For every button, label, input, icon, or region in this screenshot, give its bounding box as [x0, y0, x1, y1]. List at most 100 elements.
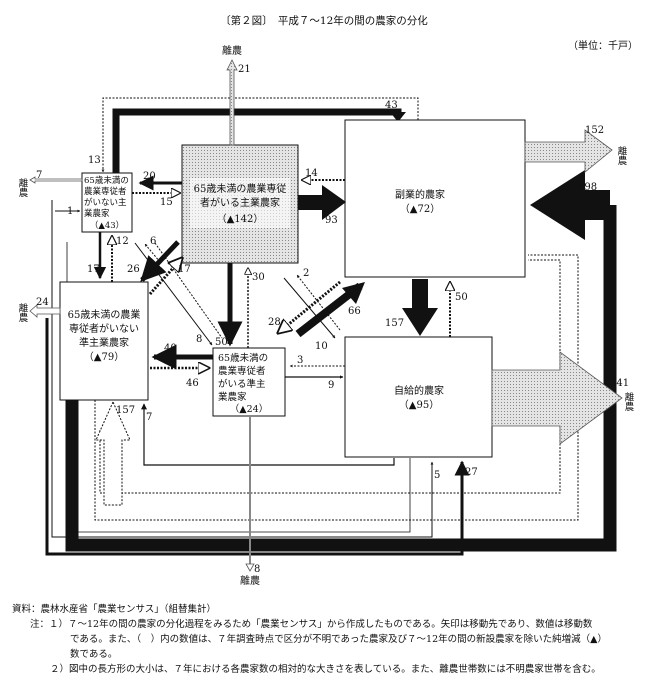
- flow-241-exit-arrow: [491, 351, 623, 445]
- flow-label: 12: [116, 236, 129, 247]
- exit-label-bottom: 離農: [240, 574, 260, 587]
- box-a-line: 65歳未満の: [84, 175, 129, 186]
- note-1: 注：１）７～12年の間の農家の分化過程をみるため「農業センサス」から作成したもの…: [30, 619, 593, 630]
- flow-17-dotted-arrow: [148, 258, 182, 295]
- flow-157-arrow: [402, 279, 438, 336]
- box-d-semi-no-worker: [59, 281, 149, 401]
- flow-152-exit-arrow: [524, 129, 613, 173]
- flow-label: 50: [215, 337, 228, 348]
- flow-21-exit-arrow: [226, 59, 238, 146]
- box-e-semi-with-worker: [212, 347, 286, 417]
- flow-27-path: [45, 318, 470, 556]
- box-a-line: 業農家: [84, 208, 110, 219]
- note-2: ２）図中の長方形の大小は、７年における各農家数の相対的な大きさを表している。また…: [50, 664, 601, 675]
- flow-dotted-loop-2: [99, 259, 561, 494]
- box-d-change: （▲79）: [84, 351, 124, 363]
- flow-label: 21: [238, 64, 251, 75]
- flow-label: 13: [88, 155, 101, 166]
- flow-label: 24: [36, 297, 49, 308]
- farm-household-flow-diagram: 〔第２図〕 平成７～12年の間の農家の分化 （単位：千戸） 65歳未満の 農業専…: [17, 14, 639, 587]
- flow-label: 28: [268, 317, 281, 328]
- flow-arrows: [29, 59, 623, 572]
- flow-label: 30: [252, 272, 265, 283]
- figure-title: 〔第２図〕 平成７～12年の間の農家の分化: [220, 14, 428, 27]
- flow-label: 7: [146, 412, 152, 423]
- box-b-line: 者がいる主業農家: [200, 196, 280, 209]
- flow-label: 9: [328, 380, 334, 391]
- flow-label: 241: [610, 378, 629, 389]
- box-c-side-business: [344, 119, 526, 278]
- flow-13-path: [101, 97, 419, 173]
- flow-label: 2: [303, 268, 309, 279]
- flow-label: 66: [348, 306, 361, 317]
- flow-label: 20: [143, 171, 156, 182]
- flow-66-arrow: [342, 282, 365, 304]
- box-e-line: がいる準主: [218, 378, 266, 390]
- box-d-line: 65歳未満の農業: [68, 308, 141, 321]
- flow-label: 17: [87, 264, 100, 275]
- flow-dotted-loop-1: [94, 254, 579, 521]
- exit-label-a: 離農: [17, 177, 29, 198]
- flow-label: 93: [325, 215, 338, 226]
- flow-label: 15: [160, 197, 173, 208]
- flow-7-path: [141, 403, 395, 466]
- exit-label-c: 離農: [616, 145, 628, 166]
- box-c-change: （▲72）: [400, 203, 440, 215]
- flow-label: 26: [127, 264, 140, 275]
- box-e-change: （▲24）: [230, 403, 268, 415]
- exit-label-top: 離農: [222, 44, 242, 57]
- box-a-line: 農業専従者: [84, 186, 127, 197]
- box-e-line: 農業専従者: [218, 365, 266, 377]
- flow-8-arrow: [134, 242, 213, 346]
- flow-label: 3: [297, 355, 303, 366]
- flow-label: 27: [465, 467, 478, 478]
- flow-label: 46: [186, 378, 199, 389]
- flow-label: 10: [315, 341, 328, 352]
- box-a-change: （▲43）: [90, 220, 124, 231]
- unit-label: （単位：千戸）: [568, 39, 638, 52]
- flow-label: 6: [150, 236, 156, 247]
- source-note: 資料：農林水産省「農業センサス」（組替集計）: [12, 604, 217, 615]
- exit-label-d: 離農: [17, 302, 29, 323]
- flow-2-arrow: [296, 274, 341, 331]
- flow-157-dotted-arrow: [95, 400, 131, 506]
- flow-label: 1: [67, 206, 73, 217]
- box-b-change: （▲142）: [217, 213, 264, 225]
- note-1-cont: である。また、（ ）内の数値は、７年調査時点で区分が不明であった農家及び７～12…: [70, 634, 607, 645]
- box-e-line: 業農家: [218, 391, 247, 403]
- flow-label: 14: [305, 168, 318, 179]
- flow-7-exit-arrow: [29, 176, 83, 184]
- flow-label: 17: [178, 264, 191, 275]
- box-d-line: 準主業農家: [79, 336, 129, 349]
- notes: 資料：農林水産省「農業センサス」（組替集計） 注：１）７～12年の間の農家の分化…: [12, 602, 642, 677]
- box-f-self-sufficient: [344, 336, 493, 458]
- box-f-line: 自給的農家: [394, 384, 444, 397]
- flow-93-arrow: [298, 185, 346, 220]
- box-b-line: 65歳未満の農業専従: [194, 182, 287, 195]
- box-f-change: （▲95）: [399, 399, 439, 411]
- flow-label: 157: [116, 405, 135, 416]
- flow-26-arrow: [140, 240, 180, 282]
- flow-label: 5: [434, 470, 440, 481]
- flow-5-path: [51, 200, 434, 538]
- flow-label: 8: [196, 334, 202, 345]
- box-d-line: 専従者がいない: [69, 322, 139, 335]
- flow-label: 157: [385, 318, 404, 329]
- exit-label-f: 離農: [623, 391, 635, 412]
- flow-label: 198: [578, 182, 597, 193]
- flow-198-arrowhead: [530, 170, 585, 240]
- flow-28-arrow: [278, 280, 341, 333]
- box-e-line: 65歳未満の: [218, 352, 268, 364]
- box-c-line: 副業的農家: [395, 188, 445, 201]
- flow-label: 50: [455, 292, 468, 303]
- box-a-line: がいない主: [84, 197, 127, 208]
- flow-label: 43: [385, 100, 398, 111]
- flow-label: 152: [585, 125, 604, 136]
- note-1-cont: 数である。: [70, 649, 118, 660]
- flow-label: 7: [36, 170, 42, 181]
- flow-label: 8: [254, 564, 260, 575]
- flow-d-to-c-path: [65, 205, 617, 552]
- flow-24-exit-arrow: [29, 304, 61, 318]
- loop-arrows: [45, 170, 617, 556]
- box-a-main-no-worker: [81, 172, 133, 233]
